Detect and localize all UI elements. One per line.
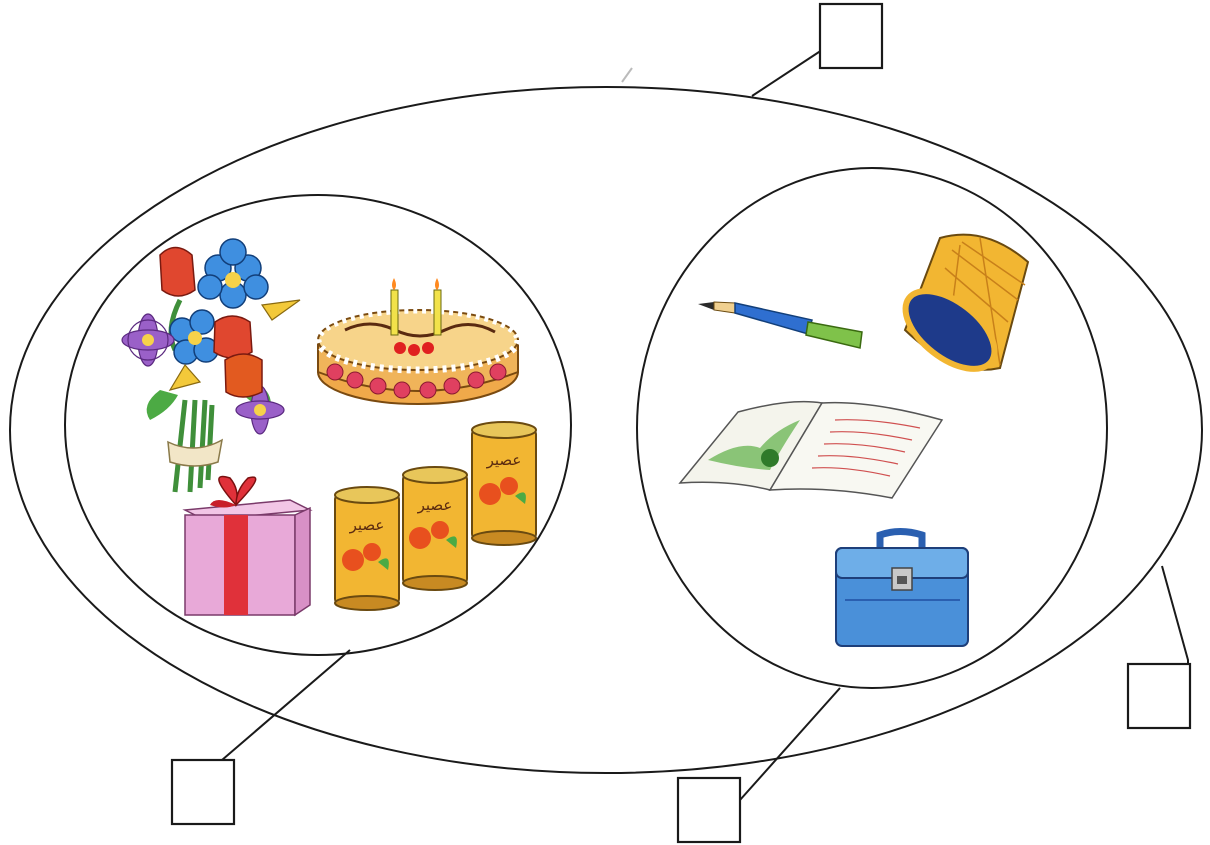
answer-box-outer-right[interactable] xyxy=(1128,664,1190,728)
answer-box-school[interactable] xyxy=(678,778,740,842)
universal-set-ellipse xyxy=(10,87,1202,773)
juice-can-label-1: عصير xyxy=(349,516,385,534)
connector-universal xyxy=(752,50,822,96)
juice-can-label-2: عصير xyxy=(417,496,453,514)
pen-icon xyxy=(698,302,862,348)
connector-school xyxy=(740,688,840,800)
birthday-cake-icon xyxy=(318,278,518,404)
juice-cans-icon: عصير عصير عصير xyxy=(335,422,536,610)
flower-bouquet-icon xyxy=(120,239,300,492)
gift-box-icon xyxy=(185,477,310,615)
juice-can-label-3: عصير xyxy=(486,451,522,469)
answer-box-universal[interactable] xyxy=(820,4,882,68)
open-notebook-icon xyxy=(680,402,942,498)
juice-can-1 xyxy=(335,487,399,610)
connector-gifts xyxy=(222,650,350,760)
juice-can-3 xyxy=(472,422,536,545)
stray-mark xyxy=(622,68,632,82)
connector-outer-right xyxy=(1162,566,1188,668)
juice-can-2 xyxy=(403,467,467,590)
school-bag-icon xyxy=(836,532,968,647)
pencil-case-icon xyxy=(892,235,1028,384)
answer-box-gifts[interactable] xyxy=(172,760,234,824)
